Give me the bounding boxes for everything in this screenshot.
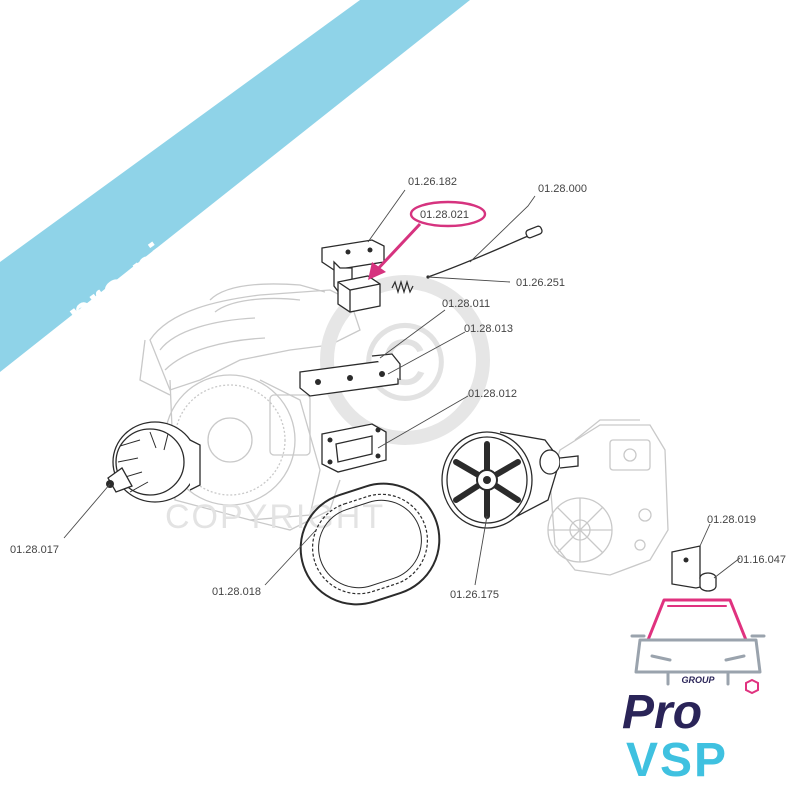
- brand-logo: GROUP Pro VSP: [622, 598, 766, 787]
- part-label: 01.28.019: [707, 514, 756, 526]
- part-label: 01.26.251: [516, 277, 565, 289]
- highlight-marker: [368, 200, 487, 280]
- part-label: 01.16.047: [737, 554, 786, 566]
- driven-pulley-part-drawing: [441, 431, 579, 529]
- part-label: 01.28.013: [464, 323, 513, 335]
- part-label: 01.26.175: [450, 589, 499, 601]
- gearbox-drawing: [547, 419, 669, 576]
- drive-belt-part-drawing: [299, 482, 441, 606]
- part-label: 01.28.011: [442, 298, 490, 310]
- bushing-part-drawing: [699, 572, 717, 592]
- copyright-watermark: © COPYRIGHT: [165, 275, 490, 536]
- part-label-highlighted: 01.28.021: [420, 209, 469, 221]
- part-label: 01.28.018: [212, 586, 261, 598]
- car-outline-icon: [630, 598, 766, 686]
- mount-plate-part-drawing: [321, 423, 387, 473]
- leader-lines: [63, 189, 741, 586]
- part-label: 01.26.182: [408, 176, 457, 188]
- hexagon-icon: [745, 678, 759, 695]
- part-labels: 01.26.182 01.28.021 01.28.000 01.26.251 …: [10, 176, 786, 601]
- support-bar-part-drawing: [299, 353, 401, 397]
- part-label: 01.28.017: [10, 544, 59, 556]
- logo-word-pro: Pro: [622, 686, 702, 739]
- cable-part-drawing: [426, 225, 543, 279]
- logo-group-tag: GROUP: [681, 675, 715, 685]
- watermark-text: COPYRIGHT: [165, 498, 385, 536]
- sensor-part-drawing: [337, 275, 381, 313]
- part-label: 01.28.012: [468, 388, 517, 400]
- drive-pulley-part-drawing: [106, 421, 201, 503]
- part-label: 01.28.000: [538, 183, 587, 195]
- logo-word-vsp: VSP: [626, 734, 728, 787]
- spring-part-drawing: [391, 279, 414, 295]
